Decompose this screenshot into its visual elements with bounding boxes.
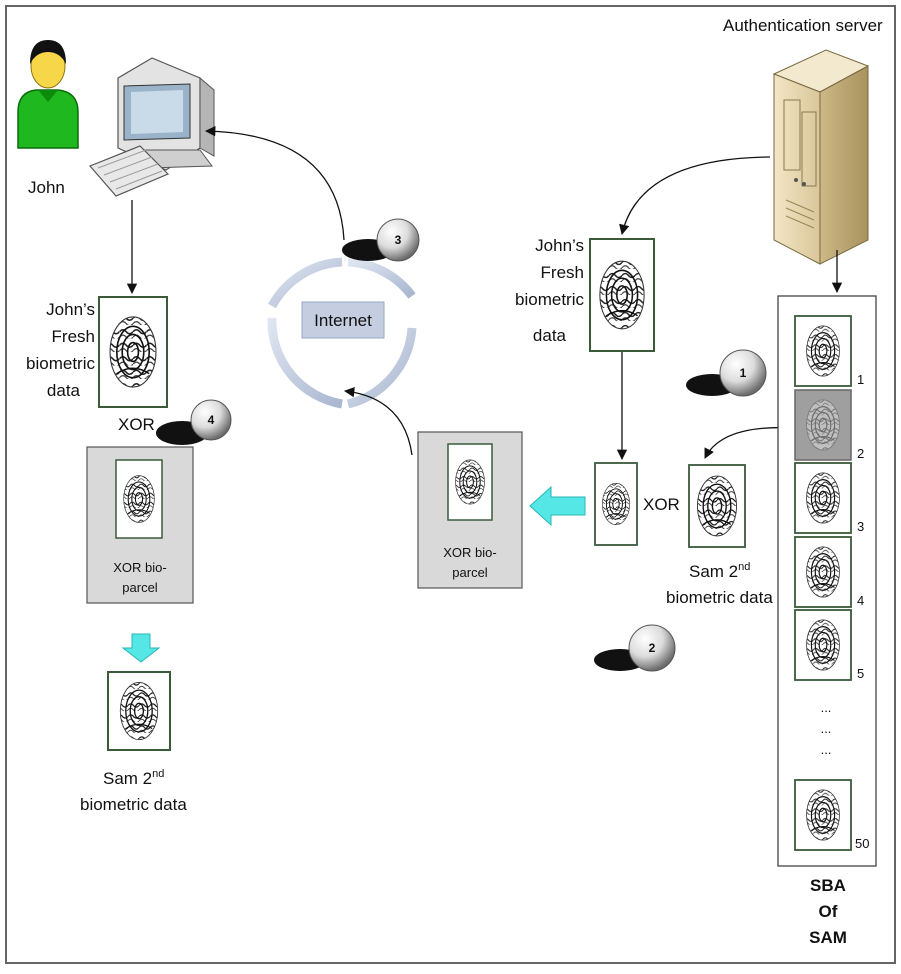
xor-input-fingerprint: [594, 462, 638, 546]
sba-item-4: 4: [794, 536, 864, 608]
svg-text:Sam 2nd: Sam 2nd: [103, 768, 164, 788]
middle-xor-parcel: XOR bio- parcel: [417, 431, 523, 589]
step-2-number: 2: [649, 641, 656, 655]
right-sam-label: Sam 2nd biometric data: [666, 561, 773, 607]
step-3-number: 3: [395, 233, 402, 247]
left-fresh-line2: Fresh: [52, 327, 95, 346]
mid-parcel-line1: XOR bio-: [443, 545, 496, 560]
left-sam-line2: biometric data: [80, 795, 187, 814]
left-fresh-line1: John’s: [46, 300, 95, 319]
sba-number-2: 2: [857, 446, 864, 461]
sba-caption-line3: SAM: [809, 928, 847, 947]
right-fresh-line1: John’s: [535, 236, 584, 255]
fingerprint-icon: [805, 619, 841, 671]
left-sam-line1: Sam 2: [103, 769, 152, 788]
svg-text:Sam 2nd: Sam 2nd: [689, 561, 750, 581]
left-xor-parcel: XOR bio- parcel: [86, 446, 194, 604]
arrow-server-to-fresh: [619, 156, 771, 236]
fingerprint-icon: [123, 474, 155, 524]
left-parcel-line1: XOR bio-: [113, 560, 166, 575]
fingerprint-icon: [454, 459, 486, 505]
sba-item-3: 3: [794, 462, 864, 534]
arrow-internet-to-computer: [204, 126, 345, 241]
left-sam-label: Sam 2nd biometric data: [80, 768, 187, 814]
right-sam-fingerprint: [688, 464, 746, 548]
step-1-ball: 1: [686, 349, 767, 397]
sba-number-3: 3: [857, 519, 864, 534]
xor-left-label: XOR: [118, 415, 155, 434]
sba-ellipsis-3: ...: [821, 742, 832, 757]
xor-right-label: XOR: [643, 495, 680, 514]
sba-number-4: 4: [857, 593, 864, 608]
sba-caption-line2: Of: [819, 902, 838, 921]
right-sam-line1: Sam 2: [689, 562, 738, 581]
john-label: John: [28, 178, 65, 197]
right-sam-sup: nd: [738, 561, 750, 573]
sba-ellipsis-1: ...: [821, 700, 832, 715]
right-fresh-line3: biometric: [515, 290, 584, 309]
fingerprint-icon: [598, 260, 646, 330]
arrow-parcel-to-internet: [343, 386, 413, 456]
left-fresh-label: John’s Fresh biometric data: [26, 300, 95, 400]
mid-parcel-line2: parcel: [452, 565, 488, 580]
sba-number-5: 5: [857, 666, 864, 681]
step-1-number: 1: [740, 366, 747, 380]
person-icon: [17, 40, 79, 149]
step-3-ball: 3: [342, 218, 420, 262]
left-fresh-line3: biometric: [26, 354, 95, 373]
server-icon: [772, 49, 870, 265]
left-arrow-icon: [529, 485, 586, 527]
sba-item-50: 50: [794, 779, 869, 851]
right-fresh-fingerprint: [589, 238, 655, 352]
step-4-ball: 4: [156, 399, 232, 445]
left-sam-fingerprint: [107, 671, 171, 751]
sba-caption-line1: SBA: [810, 876, 846, 895]
diagram-frame: [5, 5, 896, 964]
sba-caption: SBA Of SAM: [809, 876, 847, 947]
sba-item-1: 1: [794, 315, 864, 387]
sba-number-1: 1: [857, 372, 864, 387]
server-label: Authentication server: [723, 16, 883, 35]
sba-item-5: 5: [794, 609, 864, 681]
internet-label: Internet: [314, 311, 372, 330]
fingerprint-icon: [805, 546, 841, 598]
fingerprint-icon: [805, 399, 841, 451]
left-sam-sup: nd: [152, 768, 164, 780]
left-parcel-line2: parcel: [122, 580, 158, 595]
sba-ellipsis-2: ...: [821, 721, 832, 736]
fingerprint-icon: [805, 789, 841, 841]
down-arrow-icon: [121, 633, 161, 663]
fingerprint-icon: [805, 472, 841, 524]
fingerprint-icon: [601, 482, 631, 526]
step-4-number: 4: [208, 413, 215, 427]
right-fresh-line4: data: [533, 326, 567, 345]
fingerprint-icon: [119, 681, 159, 741]
right-sam-line2: biometric data: [666, 588, 773, 607]
internet-cloud: Internet: [267, 257, 417, 409]
right-fresh-line2: Fresh: [541, 263, 584, 282]
left-fresh-line4: data: [47, 381, 81, 400]
fingerprint-icon: [805, 325, 841, 377]
computer-icon: [88, 57, 215, 197]
sba-number-50: 50: [855, 836, 869, 851]
fingerprint-icon: [696, 475, 738, 537]
sba-item-2: 2: [794, 389, 864, 461]
right-fresh-label: John’s Fresh biometric data: [515, 236, 584, 345]
left-fresh-fingerprint: [98, 296, 168, 408]
step-2-ball: 2: [594, 624, 676, 672]
fingerprint-icon: [109, 315, 157, 389]
